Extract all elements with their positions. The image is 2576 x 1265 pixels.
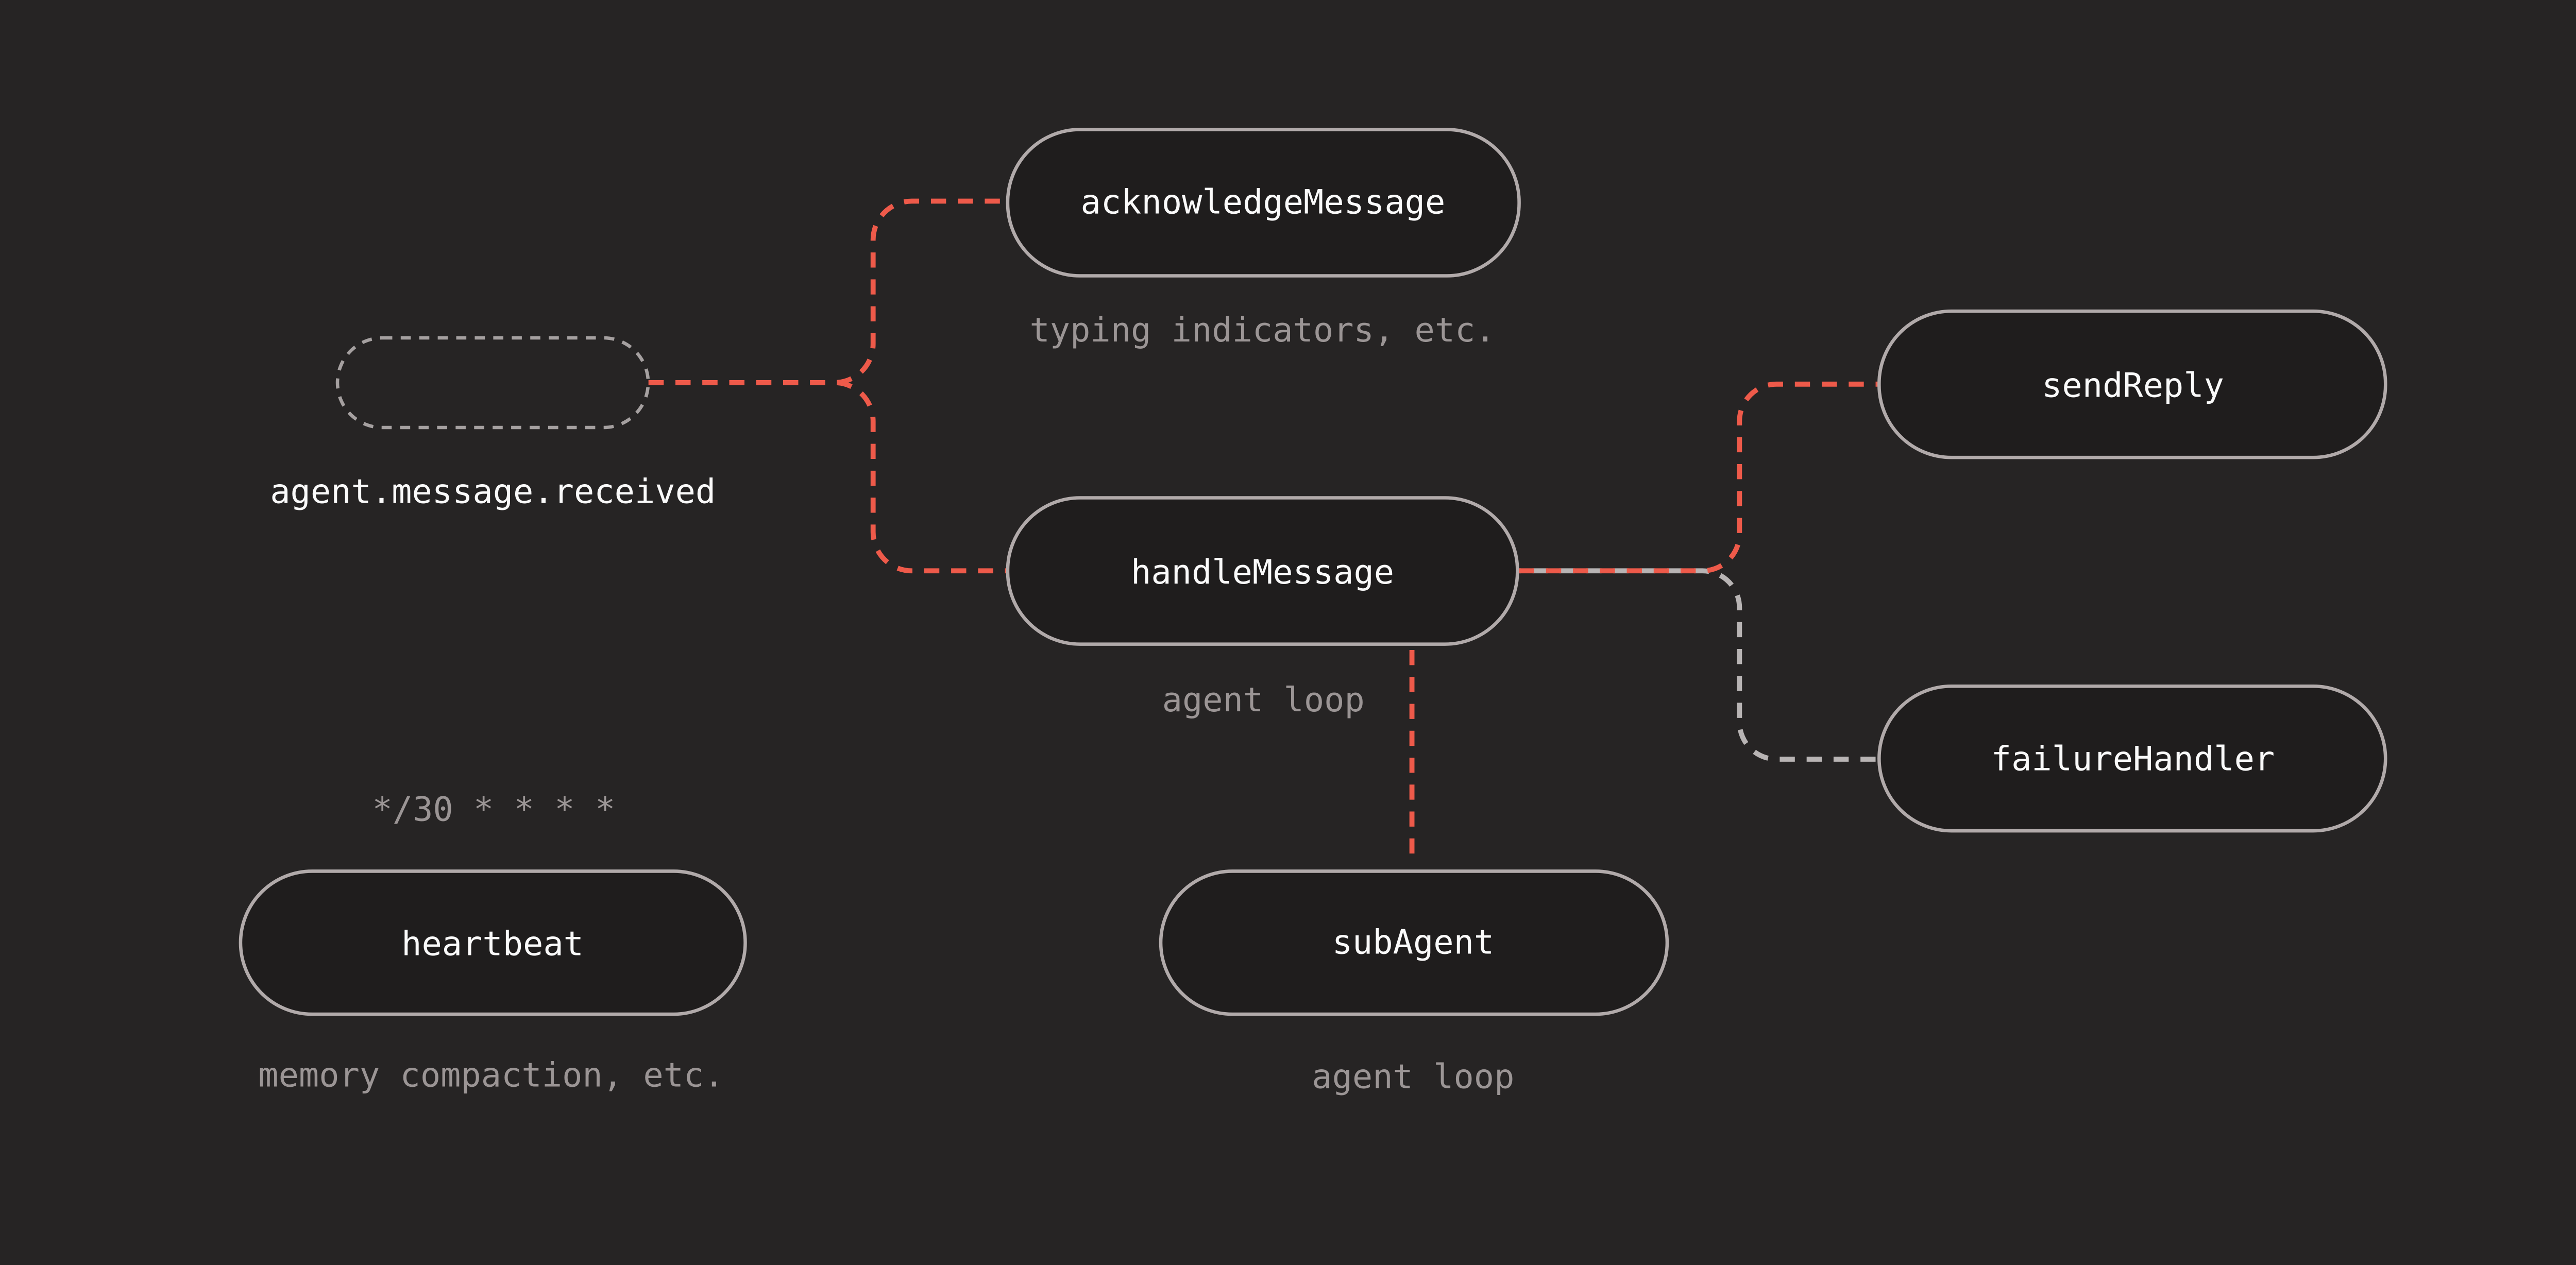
- node-failure-handler[interactable]: failureHandler: [1878, 685, 2388, 833]
- node-acknowledge-message-label: acknowledgeMessage: [1080, 181, 1446, 223]
- node-send-reply-label: sendReply: [2042, 364, 2224, 405]
- trigger-event-label: agent.message.received: [270, 470, 716, 511]
- node-acknowledge-message[interactable]: acknowledgeMessage: [1006, 127, 1520, 277]
- connector-trigger-to-handle: [648, 380, 1006, 574]
- annotation-acknowledge: typing indicators, etc.: [1029, 309, 1496, 349]
- annotation-sub-agent: agent loop: [1312, 1055, 1515, 1096]
- node-sub-agent-label: subAgent: [1332, 922, 1495, 963]
- cron-schedule-label: */30 * * * *: [372, 789, 616, 829]
- node-heartbeat-label: heartbeat: [401, 922, 584, 963]
- node-handle-message-label: handleMessage: [1131, 551, 1395, 591]
- annotation-handle: agent loop: [1162, 678, 1365, 719]
- node-heartbeat[interactable]: heartbeat: [238, 869, 748, 1017]
- node-send-reply[interactable]: sendReply: [1878, 309, 2388, 459]
- annotation-heartbeat: memory compaction, etc.: [258, 1055, 724, 1096]
- node-failure-handler-label: failureHandler: [1991, 739, 2275, 780]
- node-handle-message[interactable]: handleMessage: [1006, 496, 1519, 646]
- node-sub-agent[interactable]: subAgent: [1158, 869, 1668, 1016]
- connector-handle-to-sendreply: [1519, 381, 1878, 574]
- trigger-event-pill[interactable]: [335, 336, 650, 430]
- connector-handle-to-failure: [1519, 568, 1878, 762]
- connector-trigger-to-acknowledge: [648, 198, 1006, 385]
